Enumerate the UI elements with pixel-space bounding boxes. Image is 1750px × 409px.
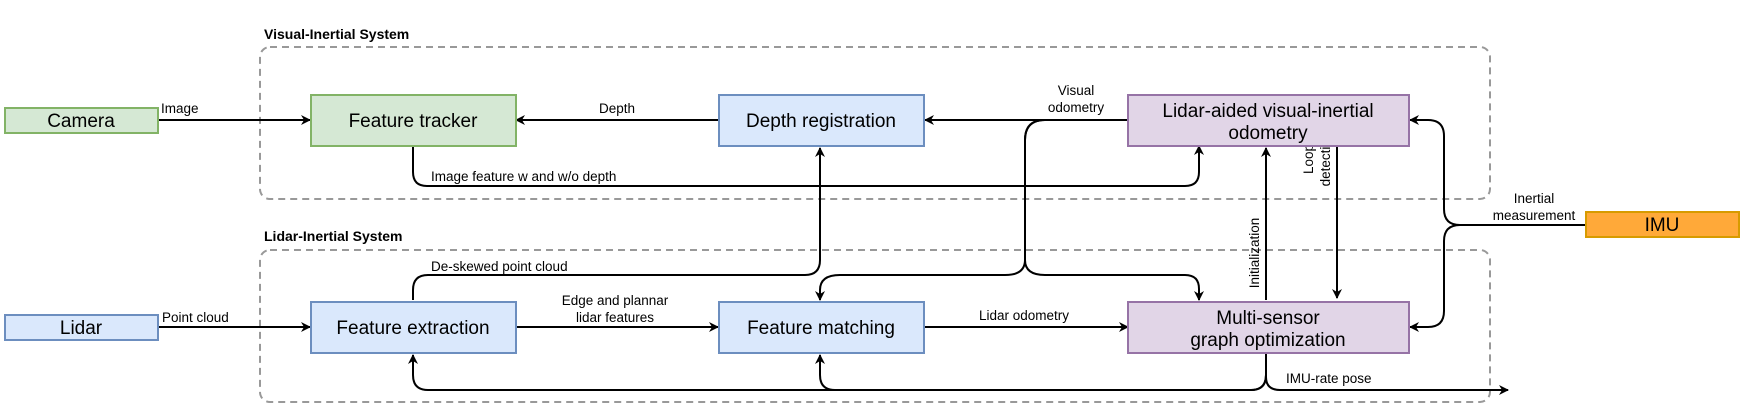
edge-imu-to-lvio	[1409, 115, 1586, 226]
graph-optimization-box	[1127, 301, 1410, 354]
feature-matching-node[interactable]: Feature matching	[718, 301, 925, 354]
camera-box	[4, 107, 159, 134]
edge-imu-rate-pose	[1265, 353, 1509, 395]
graph-optimization-label-1: Multi-sensor	[1216, 308, 1320, 329]
camera-label: Camera	[47, 111, 115, 132]
lidar-aided-vio-box	[1127, 94, 1410, 147]
nodes: Camera Lidar IMU Feature tracker Depth r…	[4, 94, 1740, 354]
edge-image-feature	[412, 145, 1204, 187]
feature-extraction-label: Feature extraction	[336, 318, 489, 339]
edge-deskewed-point-cloud	[412, 147, 825, 300]
edge-label-lidar-odometry: Lidar odometry	[979, 308, 1069, 323]
lidar-box	[4, 314, 159, 341]
visual-inertial-group-border	[259, 46, 1491, 200]
graph-optimization-node[interactable]: Multi-sensor graph optimization	[1127, 301, 1410, 354]
visual-inertial-group-title: Visual-Inertial System	[264, 26, 409, 42]
depth-registration-node[interactable]: Depth registration	[718, 94, 925, 147]
depth-registration-label: Depth registration	[746, 111, 896, 132]
imu-label: IMU	[1645, 215, 1680, 236]
edge-optimization-to-extraction	[408, 353, 1267, 391]
imu-box	[1585, 211, 1740, 238]
edge-label-visual-odometry-2: odometry	[1048, 100, 1105, 115]
edge-label-edge-features-1: Edge and plannar	[562, 293, 669, 308]
feature-extraction-node[interactable]: Feature extraction	[310, 301, 517, 354]
edge-label-point-cloud: Point cloud	[162, 310, 229, 325]
feature-tracker-label: Feature tracker	[349, 111, 478, 132]
edge-label-loop-detection-1: Loop	[1301, 144, 1316, 174]
lidar-aided-vio-label-1: Lidar-aided visual-inertial	[1162, 101, 1373, 122]
edge-label-image-feature: Image feature w and w/o depth	[431, 169, 616, 184]
visual-inertial-group: Visual-Inertial System	[259, 26, 1491, 200]
feature-matching-label: Feature matching	[747, 318, 895, 339]
imu-node[interactable]: IMU	[1585, 211, 1740, 238]
feature-tracker-box	[310, 94, 517, 147]
feature-matching-box	[718, 301, 925, 354]
edge-label-deskewed: De-skewed point cloud	[431, 259, 568, 274]
lidar-label: Lidar	[60, 318, 103, 339]
edge-label-edge-features-2: lidar features	[576, 310, 654, 325]
edge-label-inertial-measurement-1: Inertial	[1514, 191, 1555, 206]
edge-label-initialization: Initialization	[1247, 218, 1262, 289]
edge-label-inertial-measurement-2: measurement	[1493, 208, 1576, 223]
edge-visual-odometry-to-optimization	[1024, 119, 1204, 301]
lidar-aided-vio-node[interactable]: Lidar-aided visual-inertial odometry	[1127, 94, 1410, 147]
lidar-aided-vio-label-2: odometry	[1228, 123, 1308, 144]
graph-optimization-label-2: graph optimization	[1190, 330, 1345, 351]
edge-label-image: Image	[161, 101, 199, 116]
feature-extraction-box	[310, 301, 517, 354]
edge-imu-to-optimization	[1409, 224, 1586, 332]
edges	[158, 115, 1586, 395]
edge-label-imu-rate-pose: IMU-rate pose	[1286, 371, 1372, 386]
camera-node[interactable]: Camera	[4, 107, 159, 134]
edge-label-visual-odometry-1: Visual	[1058, 83, 1095, 98]
edge-optimization-to-matching	[815, 353, 1267, 391]
lidar-node[interactable]: Lidar	[4, 314, 159, 341]
lidar-inertial-group-title: Lidar-Inertial System	[264, 228, 403, 244]
edge-label-depth: Depth	[599, 101, 635, 116]
edge-labels: Image Depth Visual odometry Image featur…	[161, 83, 1576, 386]
depth-registration-box	[718, 94, 925, 147]
feature-tracker-node[interactable]: Feature tracker	[310, 94, 517, 147]
